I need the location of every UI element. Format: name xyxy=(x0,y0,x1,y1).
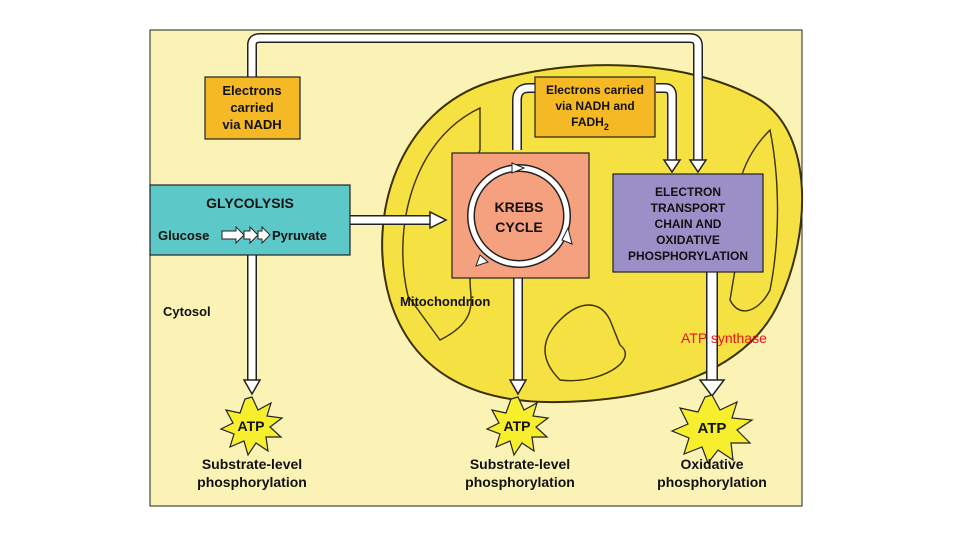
electrons-fadh-line3: FADH2 xyxy=(571,115,609,132)
mitochondrion-label: Mitochondrion xyxy=(400,294,490,309)
electrons-nadh-line3: via NADH xyxy=(222,117,281,132)
substrate-level-caption-1-line1: Substrate-level xyxy=(202,456,302,472)
electrons-fadh-line2: via NADH and xyxy=(555,99,634,113)
arrowheads xyxy=(242,159,726,398)
glycolysis-title: GLYCOLYSIS xyxy=(206,195,294,211)
electrons-nadh-fadh-box: Electrons carried via NADH and FADH2 xyxy=(534,76,656,138)
etc-line4: OXIDATIVE xyxy=(656,233,720,247)
atp-synthase-label: ATP synthase xyxy=(681,330,767,346)
glucose-label: Glucose xyxy=(158,228,209,243)
oxidative-caption-line2: phosphorylation xyxy=(657,474,767,490)
pyruvate-label: Pyruvate xyxy=(272,228,327,243)
etc-box: ELECTRON TRANSPORT CHAIN AND OXIDATIVE P… xyxy=(612,173,764,273)
atp-label-2: ATP xyxy=(504,418,531,434)
etc-line2: TRANSPORT xyxy=(651,201,726,215)
krebs-line1: KREBS xyxy=(494,199,543,215)
atp-label-1: ATP xyxy=(238,418,265,434)
krebs-line2: CYCLE xyxy=(495,219,542,235)
substrate-level-caption-1-line2: phosphorylation xyxy=(197,474,307,490)
electrons-nadh-line2: carried xyxy=(230,100,273,115)
atp-star-3: ATP xyxy=(670,394,754,465)
electrons-fadh-line1: Electrons carried xyxy=(546,83,644,97)
oxidative-caption-line1: Oxidative xyxy=(680,456,743,472)
substrate-level-caption-2-line2: phosphorylation xyxy=(465,474,575,490)
krebs-cycle-box: KREBS CYCLE xyxy=(451,152,590,279)
atp-star-1: ATP xyxy=(219,396,284,457)
atp-star-2: ATP xyxy=(485,396,550,457)
electrons-nadh-box: Electrons carried via NADH xyxy=(204,76,301,140)
glycolysis-box: GLYCOLYSIS Glucose Pyruvate xyxy=(149,184,351,256)
atp-label-3: ATP xyxy=(698,420,727,437)
substrate-level-caption-2-line1: Substrate-level xyxy=(470,456,570,472)
etc-line5: PHOSPHORYLATION xyxy=(628,249,748,263)
conversion-arrows-icon xyxy=(221,225,271,245)
cycle-arrow-icon xyxy=(475,162,573,267)
flow-arrows xyxy=(247,33,718,382)
electrons-nadh-line1: Electrons xyxy=(222,83,281,98)
cytosol-label: Cytosol xyxy=(163,304,211,319)
etc-line3: CHAIN AND xyxy=(655,217,722,231)
etc-line1: ELECTRON xyxy=(655,185,721,199)
